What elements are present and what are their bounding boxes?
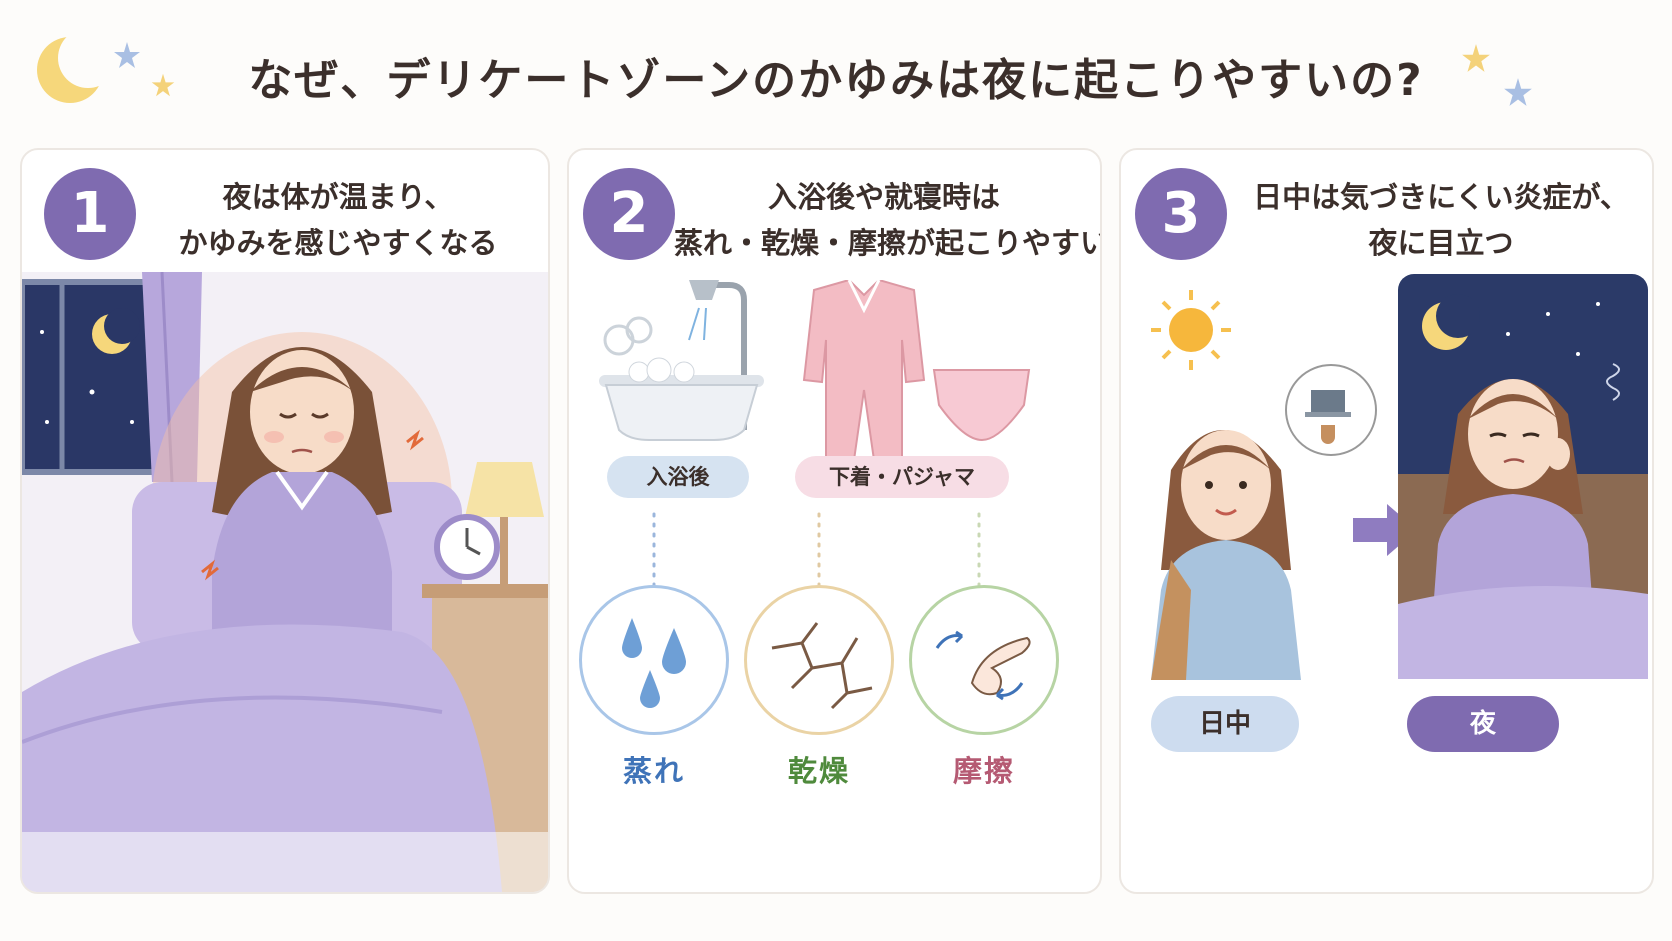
step-number-badge: 3 bbox=[1135, 168, 1227, 260]
effect-label-stuffiness: 蒸れ bbox=[622, 754, 685, 788]
spiral-worry-icon bbox=[1606, 363, 1620, 401]
rubbing-hands-icon bbox=[935, 630, 1031, 701]
water-drops-icon bbox=[622, 618, 686, 708]
page-title: なぜ、デリケートゾーンのかゆみは夜に起こりやすいの? bbox=[248, 55, 1424, 106]
panel-1-body-warmth: 1 夜は体が温まり、 かゆみを感じやすくなる bbox=[20, 148, 550, 894]
panel-3-heading: 日中は気づきにくい炎症が、 夜に目立つ bbox=[1236, 174, 1646, 266]
cracked-skin-icon bbox=[771, 622, 873, 710]
heading-line: 夜は体が温まり、 bbox=[222, 180, 454, 214]
cause-label-after-bath: 入浴後 bbox=[607, 456, 749, 498]
star-icon bbox=[114, 42, 140, 68]
sun-icon bbox=[1151, 290, 1231, 370]
star-icon bbox=[151, 73, 175, 97]
panel-2-heading: 入浴後や就寝時は 蒸れ・乾燥・摩擦が起こりやすい bbox=[674, 174, 1102, 266]
effect-label-dryness: 乾燥 bbox=[787, 754, 850, 788]
bathtub-shower-icon bbox=[599, 280, 764, 441]
pajamas-underwear-icon bbox=[802, 280, 1031, 460]
cause-label-underwear-pajamas: 下着・パジャマ bbox=[795, 456, 1009, 498]
panel-2-stuffiness-dryness-friction: 2 入浴後や就寝時は 蒸れ・乾燥・摩擦が起こりやすい 入浴後 下着・パジャマ bbox=[567, 148, 1102, 894]
panel-1-heading: 夜は体が温まり、 かゆみを感じやすくなる bbox=[148, 174, 528, 266]
effect-circle-dryness bbox=[744, 585, 894, 735]
woman-in-bed-at-night-illustration bbox=[22, 272, 548, 892]
dotted-connectors bbox=[652, 512, 981, 588]
step-number-badge: 1 bbox=[44, 168, 136, 260]
thought-bubble-laptop-coffee-icon bbox=[1285, 364, 1377, 456]
night-window bbox=[22, 282, 162, 472]
day-label: 日中 bbox=[1151, 696, 1299, 752]
star-icon bbox=[1462, 44, 1490, 72]
step-number-badge: 2 bbox=[583, 168, 675, 260]
panel-3-inflammation-at-night: 3 日中は気づきにくい炎症が、 夜に目立つ bbox=[1119, 148, 1654, 894]
heading-line: かゆみを感じやすくなる bbox=[178, 226, 498, 260]
heading-line: 入浴後や就寝時は bbox=[767, 180, 1000, 214]
daytime-woman-illustration bbox=[1151, 290, 1377, 680]
heading-line: 蒸れ・乾燥・摩擦が起こりやすい bbox=[674, 226, 1102, 260]
heading-line: 夜に目立つ bbox=[1368, 226, 1514, 260]
star-icon bbox=[1504, 78, 1532, 106]
crescent-moon-icon bbox=[37, 30, 114, 103]
effect-circle-stuffiness bbox=[579, 585, 729, 735]
effect-label-friction: 摩擦 bbox=[952, 754, 1015, 788]
night-label: 夜 bbox=[1407, 696, 1559, 752]
heading-line: 日中は気づきにくい炎症が、 bbox=[1253, 180, 1629, 214]
nighttime-woman-illustration bbox=[1398, 274, 1648, 679]
effect-circle-friction bbox=[909, 585, 1059, 735]
